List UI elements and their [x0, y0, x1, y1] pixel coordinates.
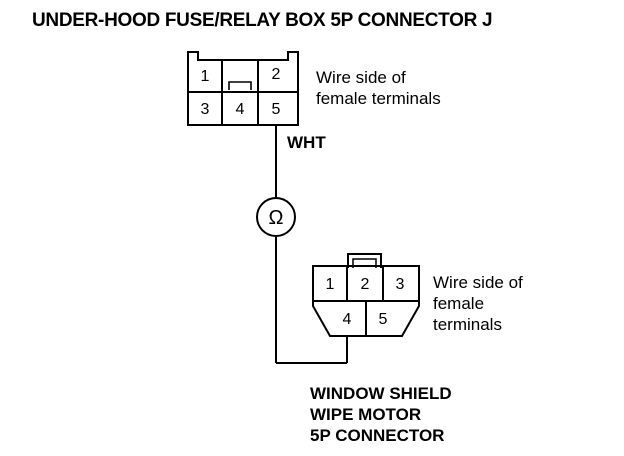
connector-j-note-line1: Wire side of: [316, 68, 406, 87]
ohmmeter-symbol: [256, 197, 296, 237]
w-terminal-5: 5: [379, 311, 388, 328]
w-terminal-4: 4: [343, 311, 352, 328]
wire-color-label: WHT: [287, 133, 326, 152]
w-terminal-1: 1: [326, 276, 335, 293]
ohm-icon: Ω: [269, 207, 284, 229]
j-terminal-4: 4: [236, 101, 245, 118]
wht-wire: [275, 125, 348, 364]
j-terminal-2: 2: [272, 66, 281, 83]
connector-j: [187, 51, 299, 126]
wiper-label-line2: WIPE MOTOR: [310, 405, 422, 424]
wiper-label-line1: WINDOW SHIELD: [310, 384, 452, 403]
w-terminal-3: 3: [396, 276, 405, 293]
wiper-note-line1: Wire side of: [433, 273, 523, 292]
wiper-label-line3: 5P CONNECTOR: [310, 426, 445, 445]
wiper-note-line2: female: [433, 294, 485, 313]
j-terminal-3: 3: [201, 101, 210, 118]
wiper-note-line3: terminals: [433, 315, 502, 334]
j-terminal-5: 5: [272, 101, 281, 118]
wiper-motor-connector: [312, 253, 420, 337]
w-terminal-2: 2: [361, 276, 370, 293]
diagram-title: UNDER-HOOD FUSE/RELAY BOX 5P CONNECTOR J: [32, 10, 493, 31]
j-terminal-1: 1: [201, 68, 210, 85]
connector-j-note-line2: female terminals: [316, 89, 441, 108]
